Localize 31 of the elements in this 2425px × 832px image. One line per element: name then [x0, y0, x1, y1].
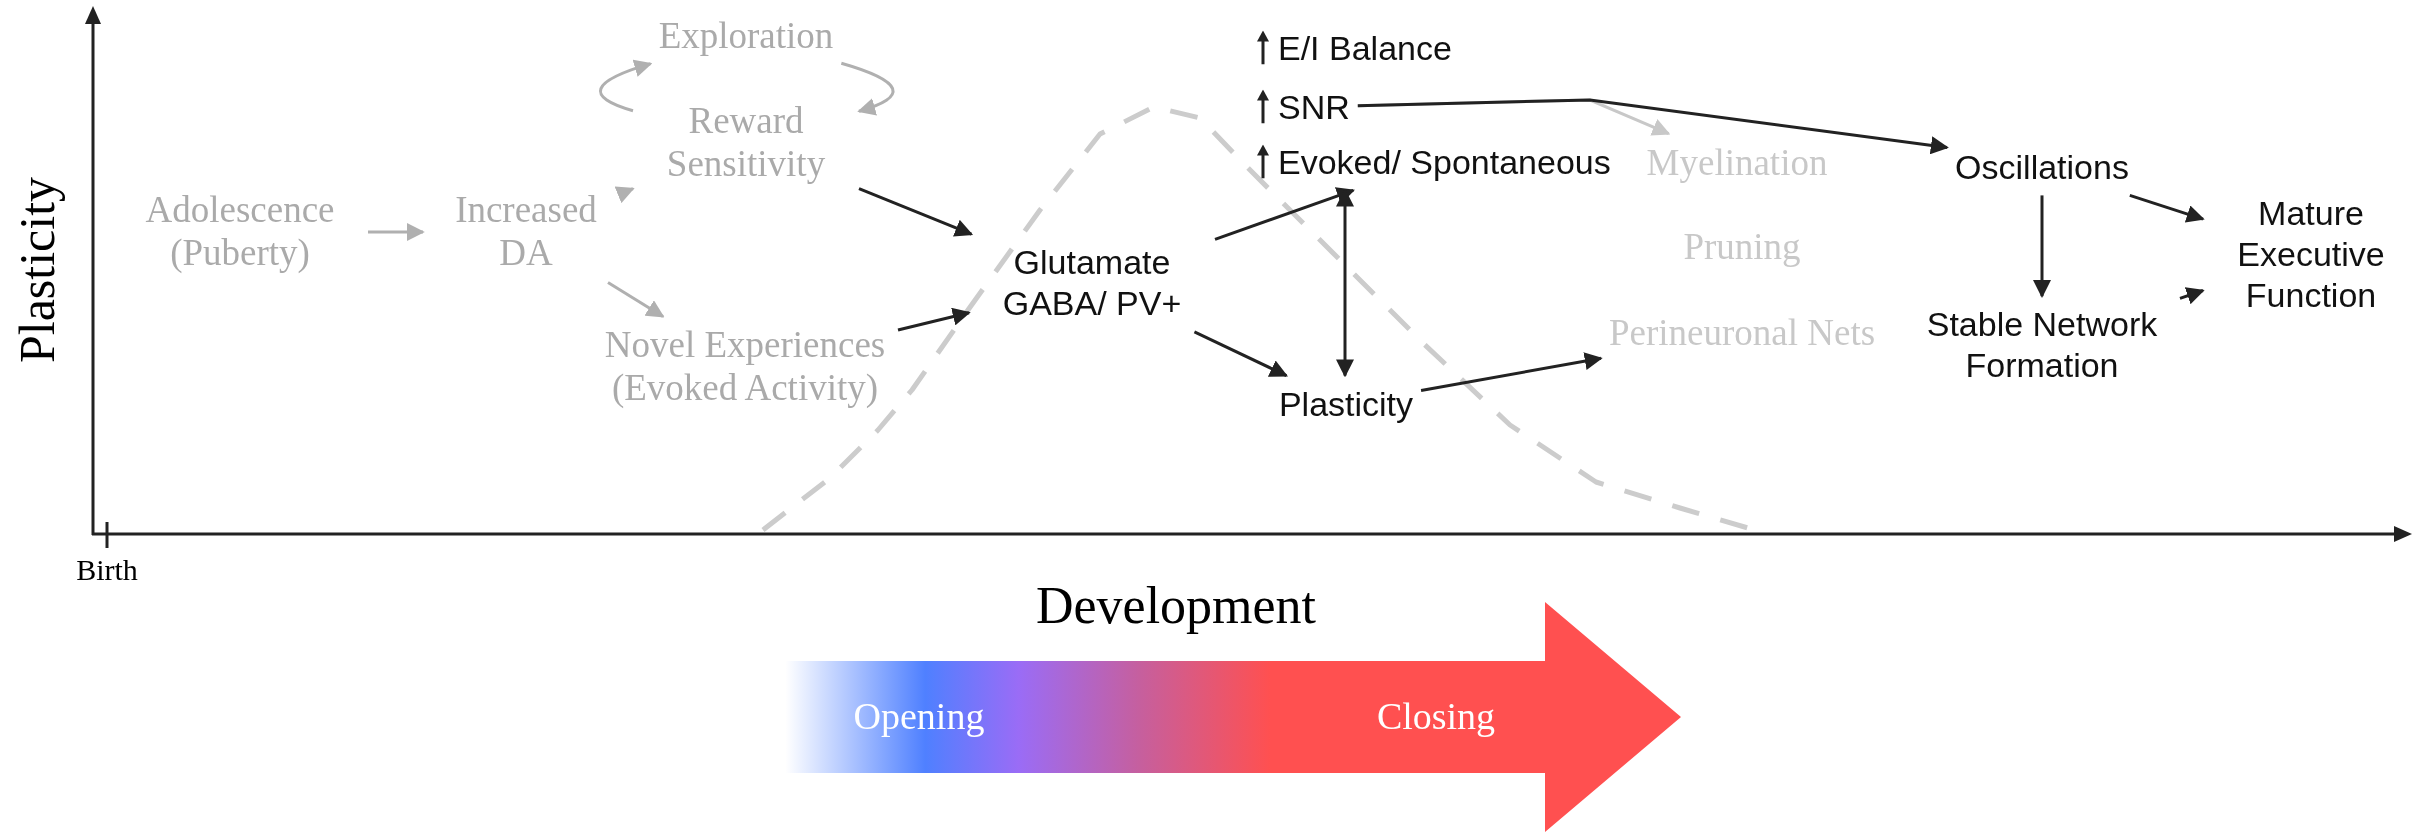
- arrow: [614, 186, 635, 204]
- node-label: Evoked/ Spontaneous: [1278, 141, 1611, 183]
- node-label: Mature Executive Function: [2236, 192, 2386, 316]
- node-label: Stable Network Formation: [1925, 304, 2159, 386]
- node-label: Exploration: [658, 14, 834, 58]
- arrow: [607, 281, 665, 318]
- arrow: [897, 307, 971, 332]
- arrow: [599, 59, 653, 113]
- arrow: [1193, 330, 1288, 377]
- arrow: [368, 223, 425, 241]
- arrow: [1214, 187, 1355, 241]
- axis-label: Development: [1035, 580, 1317, 632]
- arrow: [858, 187, 974, 237]
- arrow: [2033, 195, 2051, 298]
- arrow-label: Closing: [1376, 695, 1496, 739]
- arrow: [1420, 352, 1603, 392]
- node-label: Novel Experiences (Evoked Activity): [603, 324, 887, 410]
- node-label: Reward Sensitivity: [665, 100, 827, 186]
- arrow: [2179, 287, 2205, 305]
- node-label: Adolescence (Puberty): [144, 189, 336, 275]
- node-label: Glutamate GABA/ PV+: [1001, 242, 1183, 324]
- tick-label: Birth: [76, 555, 138, 585]
- arrow: [1357, 98, 1949, 155]
- node-label: SNR: [1278, 86, 1350, 128]
- node-label: E/I Balance: [1278, 27, 1452, 69]
- node-label: Oscillations: [1955, 146, 2129, 188]
- node-label: Plasticity: [1278, 383, 1414, 425]
- arrow-label: Opening: [853, 695, 985, 739]
- node-label: Increased DA: [454, 189, 598, 275]
- arrow: [840, 61, 895, 116]
- arrow: [2129, 193, 2205, 223]
